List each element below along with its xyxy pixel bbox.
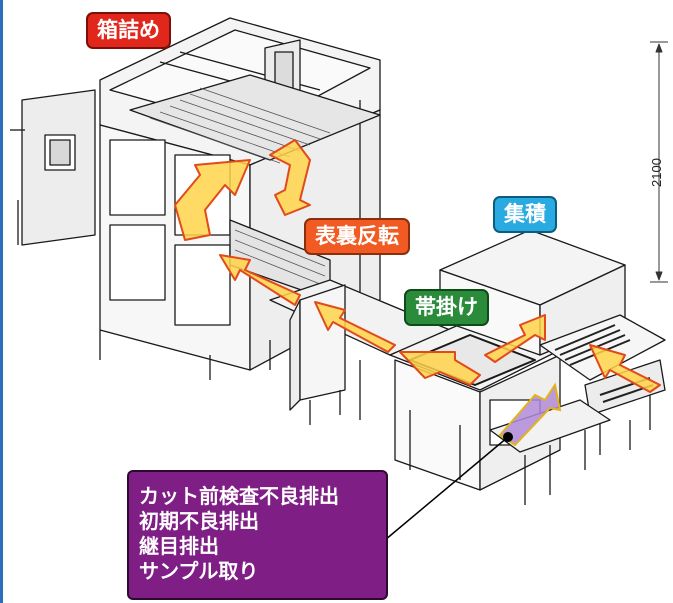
dimension-line (650, 41, 668, 283)
flow-arrow (219, 254, 301, 306)
dimension-label: 2100 (648, 158, 664, 187)
label-boxing: 箱詰め (86, 12, 171, 49)
callout-leader (384, 436, 509, 541)
callout-line: サンプル取り (139, 559, 259, 583)
callout-line: 初期不良排出 (139, 509, 259, 533)
boxing-machine (10, 17, 381, 380)
callout-line: カット前検査不良排出 (139, 484, 339, 508)
banding-machine (359, 319, 561, 491)
flow-arrow (399, 351, 481, 386)
label-banding: 帯掛け (404, 289, 489, 326)
stacking-machine (439, 229, 666, 455)
flow-arrow (314, 301, 396, 353)
callout-line: 継目排出 (139, 534, 219, 558)
callout-point (503, 432, 513, 442)
flow-arrows (174, 139, 661, 393)
label-stacking: 集積 (493, 196, 557, 233)
label-flip: 表裏反転 (304, 218, 410, 255)
reject-arrow (498, 382, 562, 447)
flow-arrow (484, 314, 546, 363)
flow-arrow (589, 344, 661, 393)
reject-callout: カット前検査不良排出 初期不良排出 継目排出 サンプル取り (127, 470, 388, 600)
flow-arrow (174, 159, 251, 241)
flow-arrow (269, 139, 311, 216)
